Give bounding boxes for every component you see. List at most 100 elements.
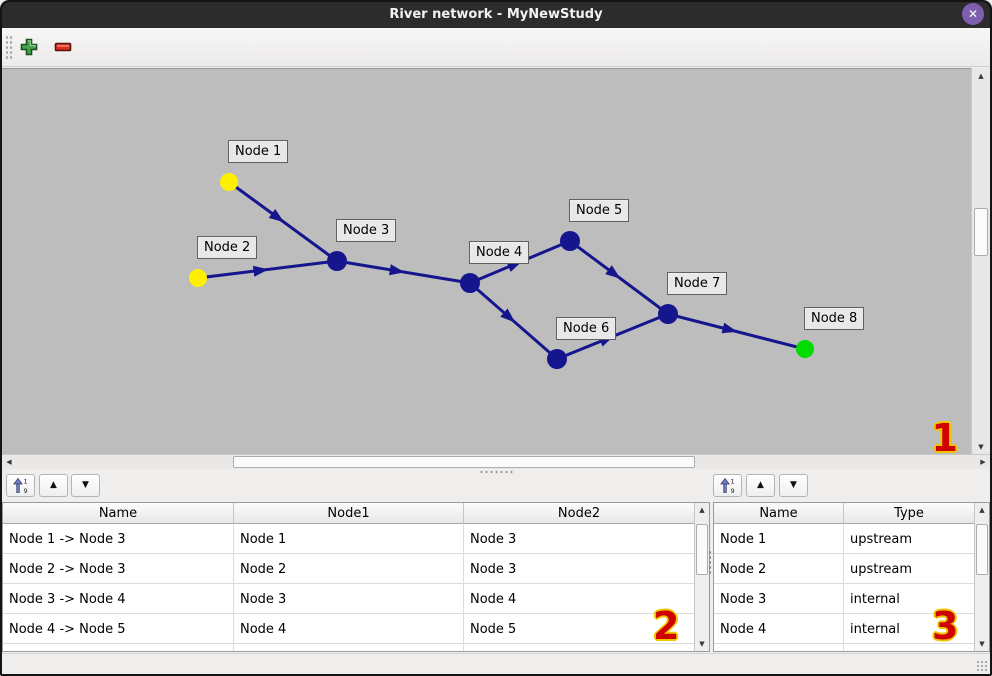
river-network-graph[interactable] (2, 69, 971, 454)
move-up-icon: ▲ (50, 480, 57, 490)
scroll-up-button[interactable]: ▲ (972, 68, 990, 83)
canvas-horizontal-scrollbar[interactable]: ◀ ▶ (2, 454, 990, 469)
node-node-4[interactable] (460, 273, 480, 293)
node-label-node-7[interactable]: Node 7 (667, 272, 728, 295)
canvas-hscroll-thumb[interactable] (233, 456, 695, 468)
table-cell: Node 3 (234, 584, 464, 614)
links-move-up-button[interactable]: ▲ (39, 474, 68, 497)
scroll-down-button[interactable]: ▼ (975, 637, 989, 651)
links-table-scrollbar[interactable]: ▲ ▼ (694, 503, 709, 651)
svg-text:1: 1 (23, 477, 27, 485)
node-label-node-5[interactable]: Node 5 (569, 199, 630, 222)
links-scroll-thumb[interactable] (696, 524, 708, 575)
edge-arrow-icon (389, 264, 405, 276)
table-cell: Node 2 -> Node 3 (3, 554, 234, 584)
scroll-left-button[interactable]: ◀ (2, 455, 16, 469)
column-header-name[interactable]: Name (3, 503, 234, 524)
nodes-table-scrollbar[interactable]: ▲ ▼ (974, 503, 989, 651)
column-header-node1[interactable]: Node1 (234, 503, 464, 524)
column-header-node2[interactable]: Node2 (464, 503, 695, 524)
table-cell (234, 644, 464, 651)
nodes-move-down-button[interactable]: ▼ (779, 474, 808, 497)
scroll-right-button[interactable]: ▶ (976, 455, 990, 469)
table-row[interactable] (3, 644, 709, 651)
svg-text:9: 9 (23, 487, 27, 495)
close-button[interactable]: ✕ (962, 3, 984, 25)
table-cell (714, 644, 844, 651)
node-node-8[interactable] (796, 340, 814, 358)
titlebar[interactable]: River network - MyNewStudy ✕ (0, 0, 992, 28)
canvas-vertical-scrollbar[interactable]: ▲ ▼ (971, 68, 990, 454)
scroll-up-icon: ▲ (978, 71, 984, 80)
minus-icon (54, 42, 72, 52)
window-resize-grip[interactable] (976, 660, 988, 672)
node-label-node-8[interactable]: Node 8 (804, 307, 865, 330)
add-button[interactable] (14, 32, 44, 62)
scroll-right-icon: ▶ (980, 458, 986, 466)
vertical-splitter-handle[interactable] (708, 550, 713, 576)
nodes-move-up-button[interactable]: ▲ (746, 474, 775, 497)
scroll-left-icon: ◀ (6, 458, 12, 466)
annotation-digit-1: 1 (931, 416, 958, 454)
table-cell: Node 4 (714, 614, 844, 644)
node-node-6[interactable] (547, 349, 567, 369)
table-cell: Node 4 (234, 614, 464, 644)
scroll-up-button[interactable]: ▲ (975, 503, 989, 517)
node-node-7[interactable] (658, 304, 678, 324)
node-node-1[interactable] (220, 173, 238, 191)
svg-text:1: 1 (730, 477, 734, 485)
scroll-down-button[interactable]: ▼ (972, 439, 990, 454)
table-cell: Node 2 (234, 554, 464, 584)
node-label-node-1[interactable]: Node 1 (228, 140, 289, 163)
node-label-node-6[interactable]: Node 6 (556, 317, 617, 340)
canvas-vscroll-thumb[interactable] (974, 208, 988, 256)
scroll-down-icon: ▼ (978, 442, 984, 451)
horizontal-splitter-handle[interactable] (479, 470, 515, 475)
node-label-node-3[interactable]: Node 3 (336, 219, 397, 242)
annotation-digit-3: 3 (932, 604, 959, 648)
table-cell: Node 4 -> Node 5 (3, 614, 234, 644)
remove-button[interactable] (48, 32, 78, 62)
table-cell: Node 3 -> Node 4 (3, 584, 234, 614)
table-cell: Node 1 (714, 524, 844, 554)
scroll-down-icon: ▼ (699, 640, 705, 648)
table-cell: upstream (844, 554, 975, 584)
node-node-2[interactable] (189, 269, 207, 287)
edge-arrow-icon (500, 308, 516, 323)
column-header-name[interactable]: Name (714, 503, 844, 524)
links-sort-button[interactable]: 1 9 (6, 474, 35, 497)
toolbar-drag-handle[interactable] (5, 35, 13, 61)
scroll-down-button[interactable]: ▼ (695, 637, 709, 651)
nodes-sort-button[interactable]: 1 9 (713, 474, 742, 497)
table-cell: Node 3 (464, 554, 695, 584)
scroll-up-button[interactable]: ▲ (695, 503, 709, 517)
sort-ascending-icon: 1 9 (719, 477, 734, 495)
node-label-node-4[interactable]: Node 4 (469, 241, 530, 264)
network-canvas[interactable]: 1 Node 1 Node 2 Node 3 Node 4 Node 5 Node 6 No… (2, 68, 971, 454)
links-move-down-button[interactable]: ▼ (71, 474, 100, 497)
sort-ascending-icon: 1 9 (12, 477, 27, 495)
node-node-3[interactable] (327, 251, 347, 271)
node-node-5[interactable] (560, 231, 580, 251)
nodes-scroll-thumb[interactable] (976, 524, 988, 575)
close-icon: ✕ (967, 7, 979, 21)
move-up-icon: ▲ (757, 480, 764, 490)
column-header-type[interactable]: Type (844, 503, 975, 524)
edge-arrow-icon (721, 322, 738, 334)
table-cell: Node 1 -> Node 3 (3, 524, 234, 554)
node-label-node-2[interactable]: Node 2 (197, 236, 258, 259)
table-cell: upstream (844, 524, 975, 554)
